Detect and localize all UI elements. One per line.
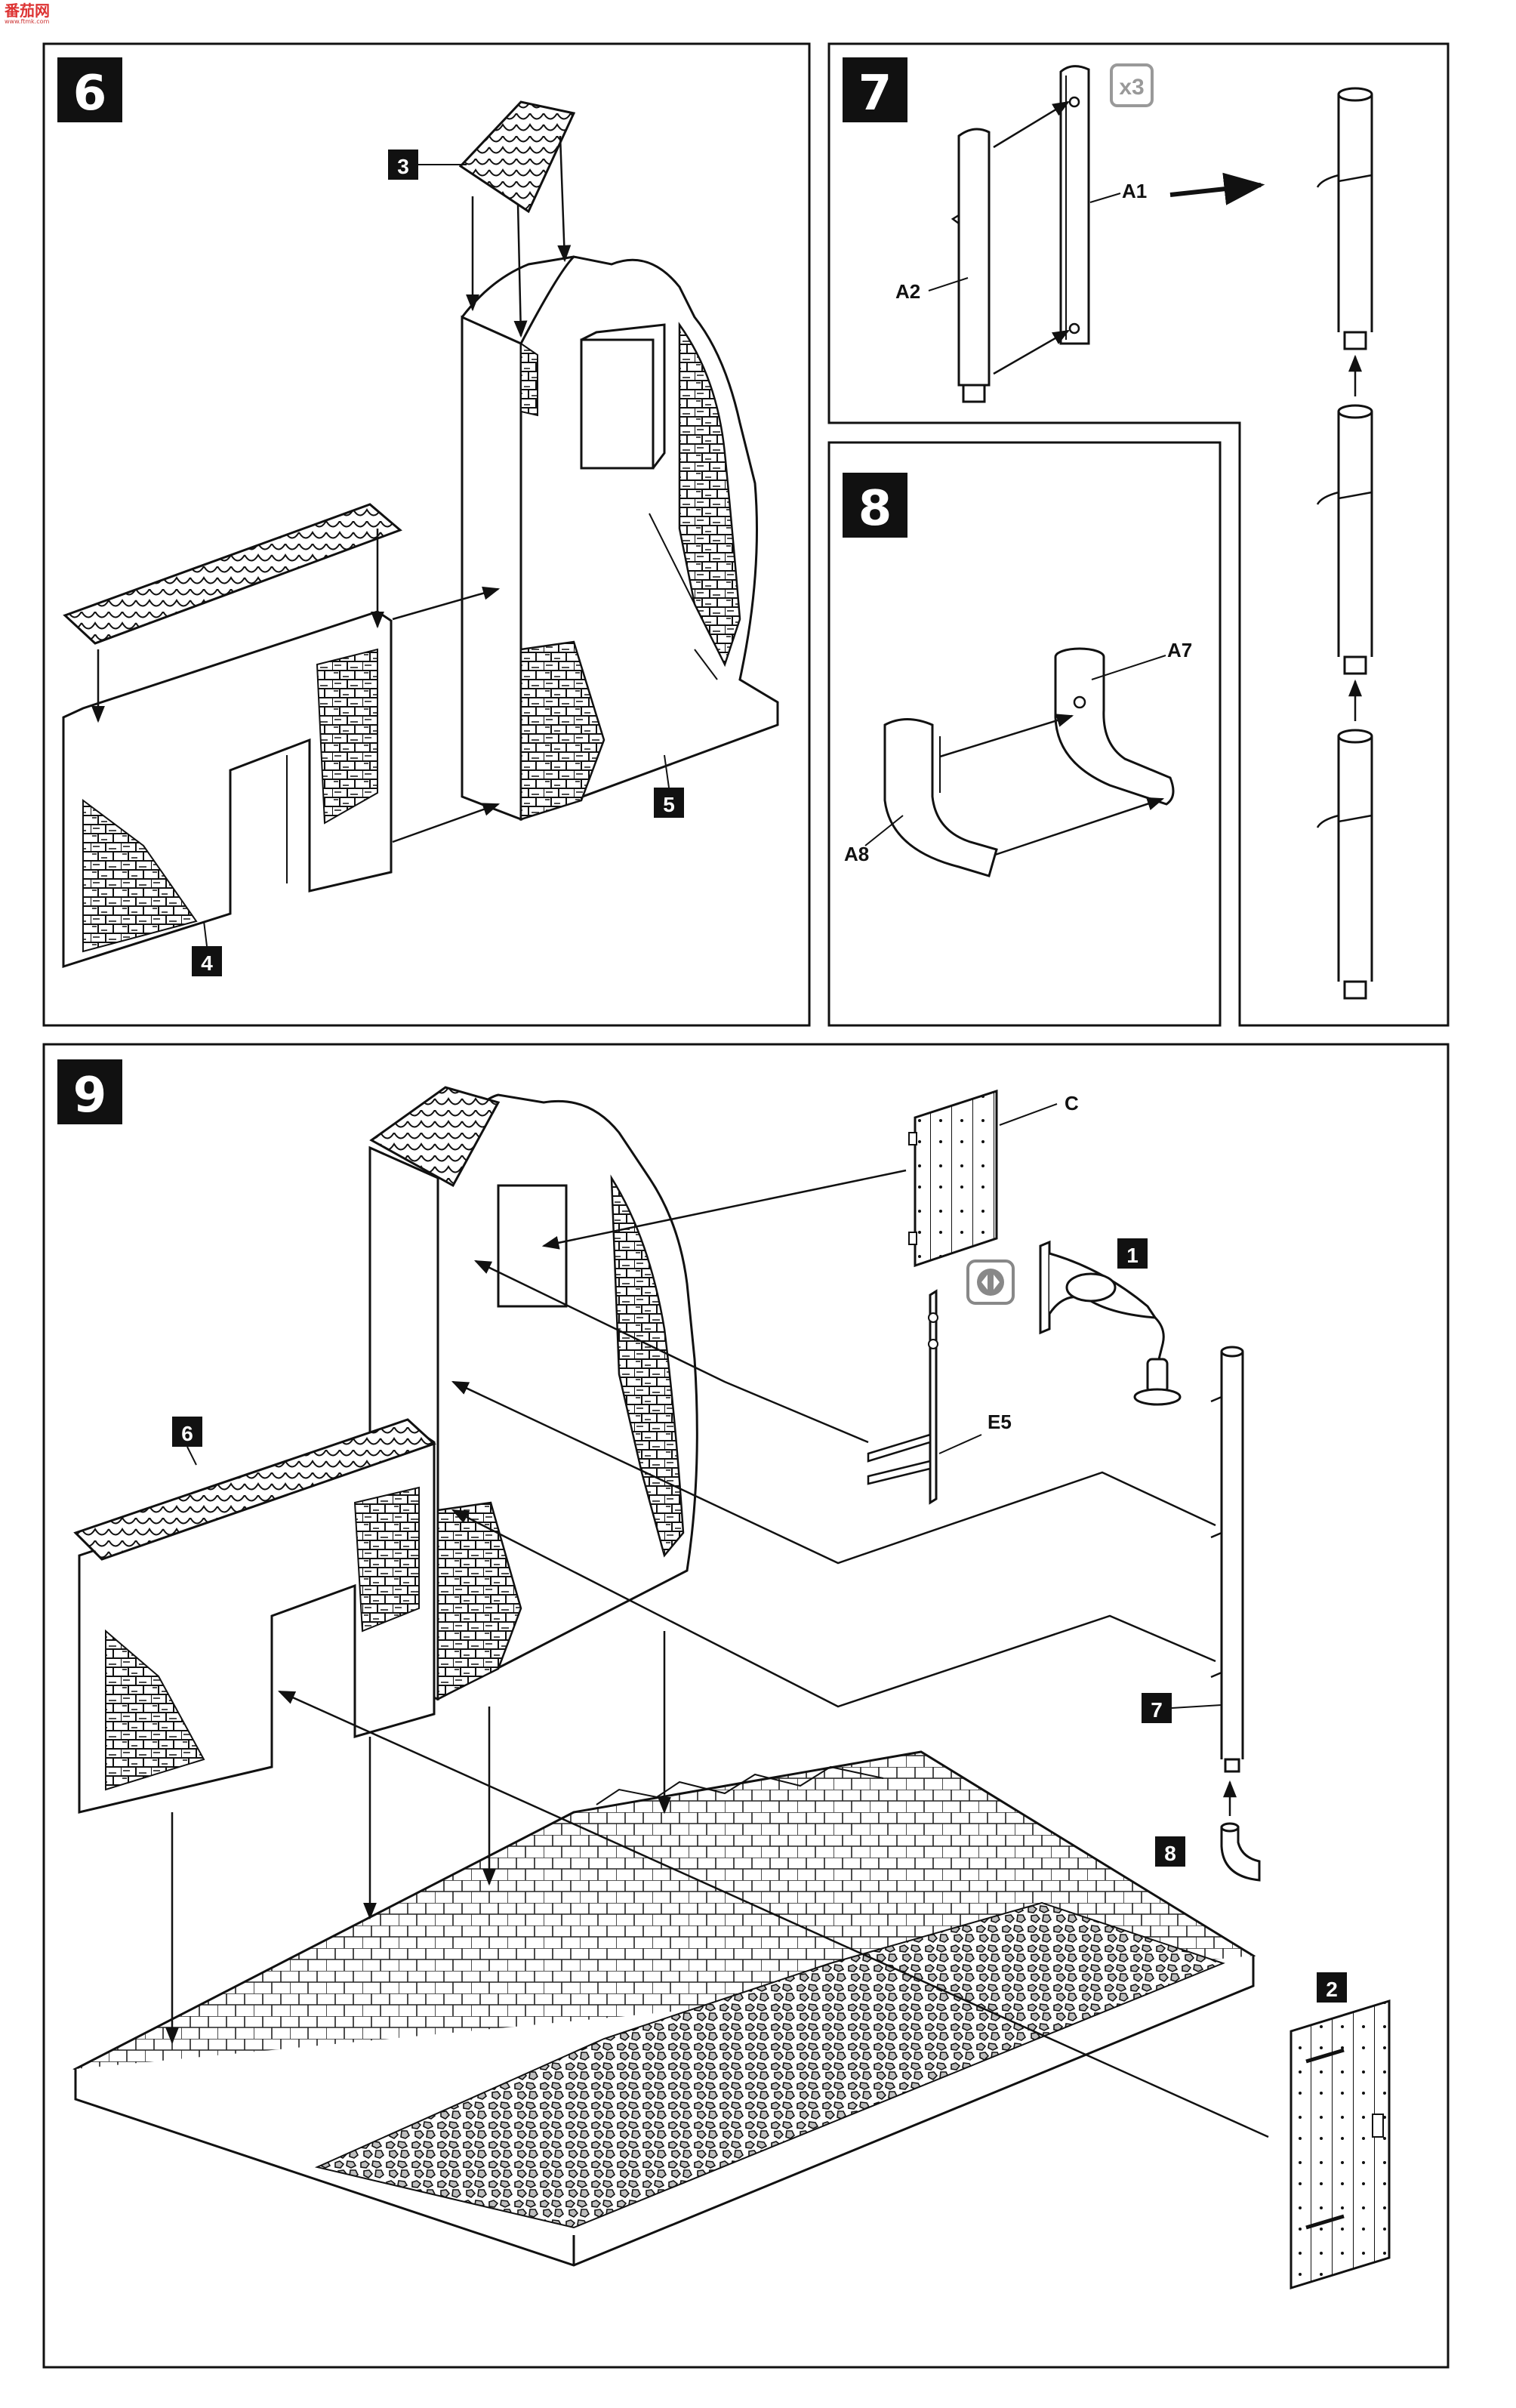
step-9-number: 9	[73, 1068, 107, 1124]
part-8-badge	[1155, 1836, 1185, 1867]
part-2-label: 2	[1326, 1978, 1338, 2001]
elbow-half-a8	[883, 718, 998, 877]
step-7-result-arrow	[1169, 172, 1265, 205]
part-1-label: 1	[1126, 1244, 1139, 1267]
step-9-panel: 9 6 C	[42, 1043, 1450, 2369]
part-6-badge	[172, 1417, 202, 1447]
part-7-badge	[1142, 1693, 1172, 1723]
label-a7: A7	[1167, 639, 1192, 661]
step-9-badge	[57, 1059, 122, 1124]
elbow-half-a7	[1054, 647, 1175, 806]
label-a1: A1	[1122, 180, 1147, 202]
tall-ruined-wall-part-5	[461, 255, 779, 822]
part-4-badge	[192, 946, 222, 976]
roof-tiles-part-3	[458, 100, 576, 214]
part-5-label: 5	[663, 793, 675, 816]
part-3-label: 3	[397, 155, 409, 178]
part-7-label: 7	[1151, 1698, 1163, 1722]
watermark-url: www.ftmk.com	[5, 18, 50, 25]
assembled-ruined-wall	[73, 1086, 698, 1814]
pipe-segment-middle	[1316, 404, 1373, 675]
pipe-segment-bottom	[1316, 729, 1373, 1000]
step-8-panel: 8 A7 A8	[827, 441, 1222, 1027]
step-7-badge	[843, 57, 907, 122]
pipe-segment-top	[1316, 87, 1373, 350]
part-2-badge	[1317, 1972, 1347, 2003]
pipe-half-a2	[951, 128, 991, 403]
x3-icon	[1110, 63, 1154, 107]
label-c: C	[1065, 1092, 1079, 1115]
part-8-label: 8	[1164, 1842, 1176, 1865]
step-7-panel: 7 x3 A2 A1	[827, 42, 1450, 1027]
bracket-e5	[867, 1289, 938, 1505]
step-6-arrows	[91, 135, 572, 843]
cobblestone-base-plate	[72, 1750, 1256, 2267]
step-7-number: 7	[858, 66, 892, 122]
pipe-elbow-part-8	[1220, 1822, 1261, 1882]
short-wall-part-4	[62, 610, 393, 969]
assembled-pipe-segments	[1316, 87, 1373, 1000]
window-shutter-c	[908, 1089, 998, 1268]
part-5-badge	[654, 788, 684, 818]
pipe-half-a1	[1059, 65, 1090, 345]
label-a8: A8	[844, 843, 869, 865]
watermark: 番茄网 www.ftmk.com	[5, 3, 50, 25]
watermark-logo-text: 番茄网	[5, 2, 50, 20]
step-6-badge	[57, 57, 122, 122]
part-6-label: 6	[181, 1422, 193, 1445]
step-7-join-arrows	[993, 100, 1070, 375]
downpipe-part-7	[1210, 1346, 1244, 1773]
wall-lamp-part-1	[1039, 1240, 1182, 1406]
short-wall-roof-tiles	[63, 503, 402, 645]
step-6-panel: 6 5 4 3	[42, 42, 811, 1027]
part-3-badge	[388, 150, 418, 180]
step-8-join-arrows	[939, 714, 1165, 856]
step-8-badge	[843, 473, 907, 538]
label-e5: E5	[988, 1411, 1012, 1433]
part-1-badge	[1117, 1238, 1148, 1269]
label-a2: A2	[895, 280, 920, 303]
wooden-door-part-2	[1290, 1999, 1391, 2290]
multiplier-label: x3	[1119, 75, 1144, 100]
step-9-arrows	[165, 1169, 1269, 2138]
part-4-label: 4	[201, 951, 213, 975]
mirror-both-sides-icon	[966, 1259, 1015, 1305]
step-8-number: 8	[858, 481, 892, 537]
step-6-number: 6	[73, 66, 107, 122]
